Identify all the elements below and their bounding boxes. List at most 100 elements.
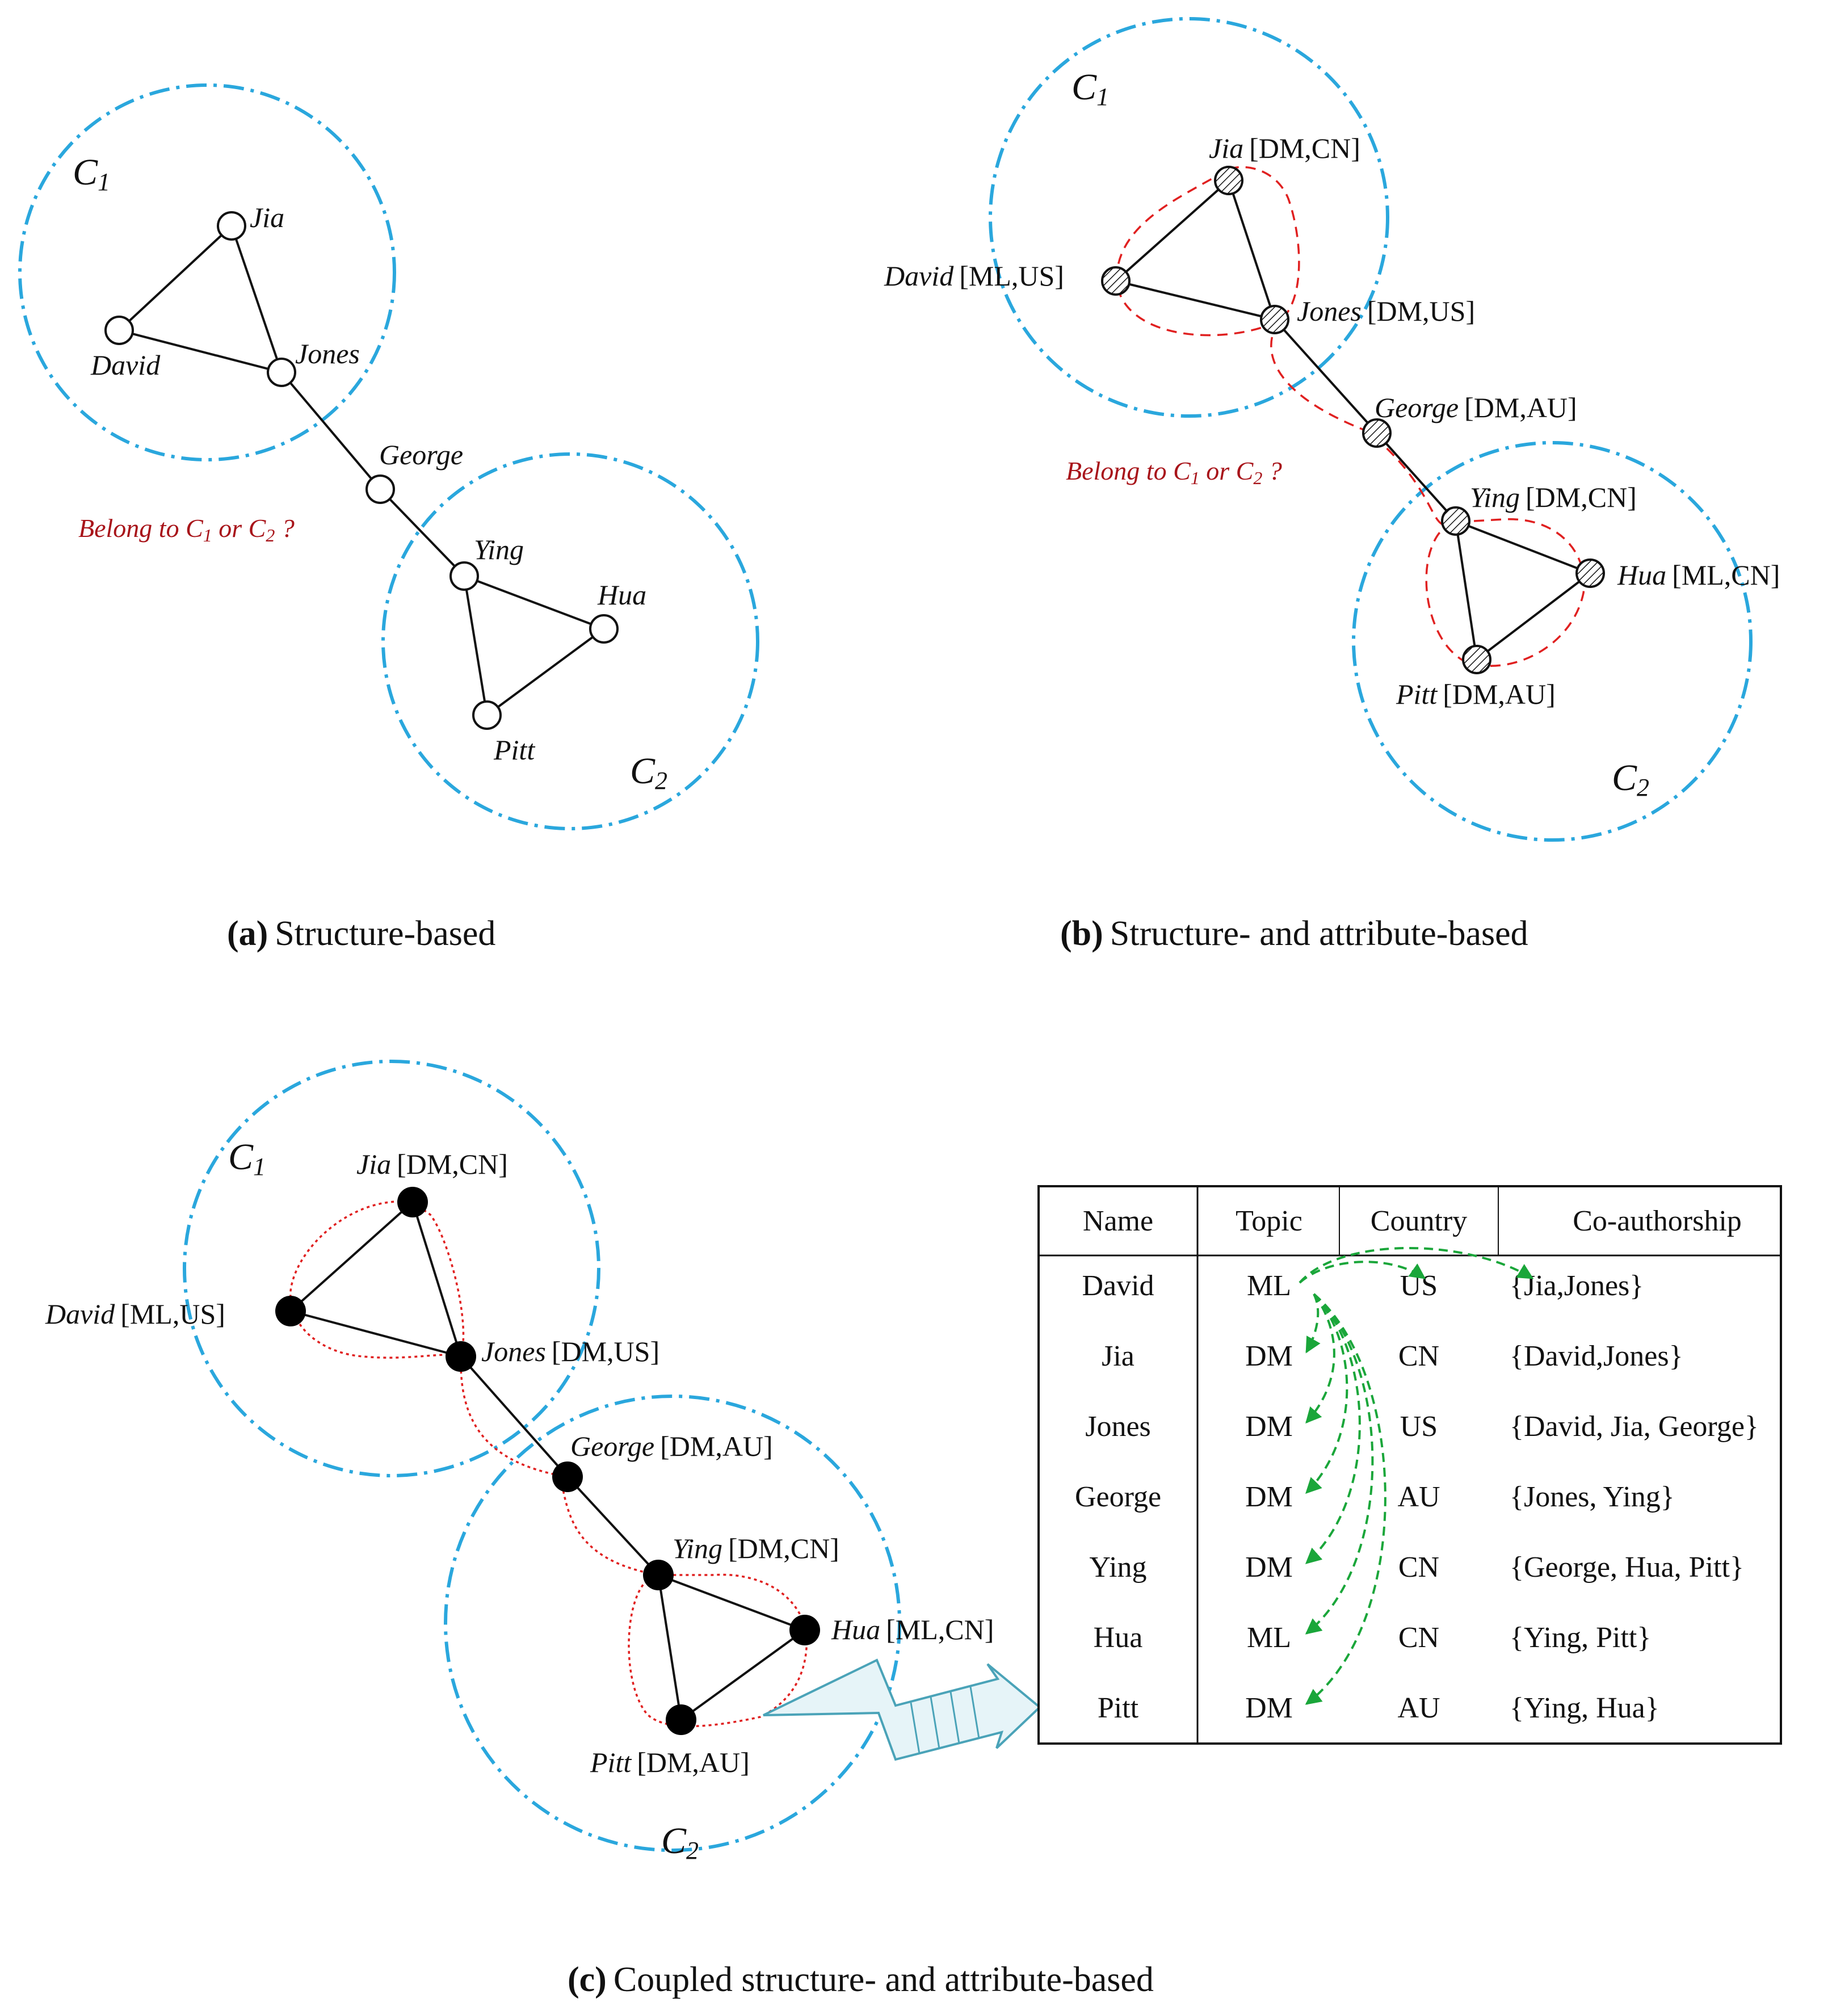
table-cell: David	[1082, 1270, 1154, 1302]
panel-a: Jia David Jones George Ying Hua Pitt C1 …	[18, 83, 759, 953]
node-george	[365, 474, 395, 504]
community-boundary-c2	[381, 452, 759, 830]
table-cell: Ying	[1089, 1551, 1146, 1584]
node-david	[104, 316, 134, 345]
table-header-row: Name Topic Country Co-authorship	[1083, 1205, 1742, 1237]
node-hua	[1575, 558, 1605, 588]
node-pitt	[666, 1704, 696, 1735]
panel-b: Jia[DM,CN] David[ML,US] Jones[DM,US] Geo…	[884, 17, 1780, 953]
caption-a: (a)Structure-based	[227, 914, 495, 953]
node-hua	[789, 1615, 820, 1645]
node-jia	[397, 1187, 428, 1217]
table-cell: DM	[1245, 1481, 1293, 1513]
table-cell: CN	[1398, 1551, 1439, 1584]
label-hua: Hua[ML,CN]	[831, 1614, 994, 1645]
community-label-c1: C1	[228, 1136, 266, 1181]
attribute-group-outline-2	[460, 1358, 659, 1576]
node-david	[1101, 266, 1131, 296]
table-header: Co-authorship	[1573, 1205, 1742, 1237]
community-label-c1: C1	[1072, 66, 1109, 111]
table-cell: AU	[1397, 1692, 1440, 1724]
node-jia	[1214, 166, 1243, 195]
table-row: Ying DM CN {George, Hua, Pitt}	[1089, 1551, 1743, 1584]
label-george: George[DM,AU]	[1375, 392, 1577, 423]
label-george: George[DM,AU]	[570, 1430, 773, 1462]
node-pitt	[472, 700, 502, 730]
label-hua: Hua	[597, 579, 646, 611]
table-cell: George	[1075, 1481, 1161, 1513]
pointer-arrow	[763, 1658, 1042, 1761]
table-row: Pitt DM AU {Ying, Hua}	[1098, 1692, 1659, 1724]
label-george: George	[379, 439, 463, 471]
table-header: Country	[1371, 1205, 1467, 1237]
label-jones: Jones	[295, 338, 360, 369]
table-cell: Pitt	[1098, 1692, 1139, 1724]
table-header: Name	[1083, 1205, 1153, 1237]
label-ying: Ying[DM,CN]	[1470, 481, 1637, 513]
table-cell: {Jones, Ying}	[1510, 1481, 1675, 1513]
label-ying: Ying[DM,CN]	[673, 1532, 839, 1564]
table-row: Hua ML CN {Ying, Pitt}	[1094, 1622, 1652, 1654]
label-ying: Ying	[474, 534, 524, 565]
attribute-group-outline-1	[1116, 166, 1300, 337]
community-boundary-c1	[183, 1060, 600, 1477]
edges	[1115, 179, 1591, 661]
node-jones	[267, 358, 296, 387]
table-cell: {Ying, Pitt}	[1510, 1622, 1651, 1654]
node-jones	[1260, 305, 1289, 334]
table-cell: {David,Jones}	[1510, 1340, 1683, 1372]
label-pitt: Pitt[DM,AU]	[1396, 678, 1556, 710]
node-george	[1362, 418, 1392, 448]
node-pitt	[1462, 645, 1491, 674]
label-hua: Hua[ML,CN]	[1617, 559, 1780, 591]
table-cell: Jones	[1085, 1410, 1151, 1443]
node-george	[552, 1461, 583, 1492]
table-cell: DM	[1245, 1692, 1293, 1724]
edges	[118, 225, 605, 716]
caption-c: (c)Coupled structure- and attribute-base…	[568, 1960, 1154, 1999]
table-cell: CN	[1398, 1622, 1439, 1654]
label-pitt: Pitt[DM,AU]	[590, 1746, 750, 1778]
community-label-c2: C2	[661, 1820, 699, 1864]
node-jones	[446, 1341, 476, 1372]
edges	[289, 1201, 806, 1721]
label-jia: Jia	[250, 201, 284, 233]
node-ying	[643, 1560, 674, 1590]
community-label-c2: C2	[630, 750, 667, 795]
table-cell: DM	[1245, 1410, 1293, 1443]
table-cell: Jia	[1102, 1340, 1135, 1372]
table-cell: DM	[1245, 1551, 1293, 1584]
attribute-group-outline-3	[1425, 518, 1585, 667]
membership-question: Belong to C1 or C2 ?	[78, 514, 295, 545]
table-cell: ML	[1247, 1622, 1291, 1654]
table-cell: ML	[1247, 1270, 1291, 1302]
table-cell: {Jia,Jones}	[1510, 1270, 1644, 1302]
community-boundary-c1	[989, 17, 1389, 418]
community-boundary-c1	[18, 83, 396, 461]
node-ying	[449, 561, 479, 591]
label-jones: Jones[DM,US]	[1297, 295, 1475, 327]
label-jones: Jones[DM,US]	[481, 1335, 659, 1367]
attribute-group-outline-1	[289, 1200, 465, 1359]
table-row: George DM AU {Jones, Ying}	[1075, 1481, 1675, 1513]
table-cell: AU	[1397, 1481, 1440, 1513]
table-row: Jones DM US {David, Jia, George}	[1085, 1410, 1759, 1443]
label-david: David[ML,US]	[45, 1298, 225, 1330]
node-jia	[217, 211, 246, 241]
community-boundary-c2	[444, 1395, 901, 1852]
community-label-c1: C1	[73, 152, 110, 196]
panel-c: Jia[DM,CN] David[ML,US] Jones[DM,US] Geo…	[45, 1060, 1782, 1999]
attribute-group-outline-3	[628, 1573, 808, 1728]
table-cell: US	[1400, 1410, 1438, 1443]
label-jia: Jia[DM,CN]	[356, 1148, 508, 1180]
attribute-table: Name Topic Country Co-authorship David M…	[1037, 1185, 1782, 1745]
table-header: Topic	[1236, 1205, 1302, 1237]
node-david	[275, 1296, 306, 1326]
coupling-arrows	[1299, 1247, 1534, 1705]
community-label-c2: C2	[1612, 757, 1649, 801]
community-boundary-c2	[1352, 441, 1753, 842]
label-david: David[ML,US]	[884, 260, 1064, 292]
table-cell: DM	[1245, 1340, 1293, 1372]
table-cell: {David, Jia, George}	[1510, 1410, 1759, 1443]
